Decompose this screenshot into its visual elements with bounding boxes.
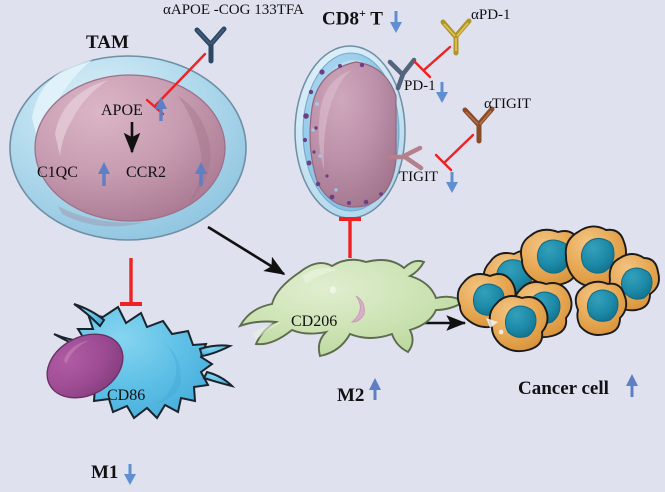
cancer-cell-cluster — [456, 225, 660, 353]
tam-inhibits-m1-connector — [120, 258, 142, 306]
alpha-apoe-label: αAPOE -COG 133TFA — [163, 2, 304, 18]
cd8t-label-tail: T — [370, 8, 383, 30]
ccr2-up-arrow — [195, 162, 207, 186]
m1-down-arrow — [124, 464, 136, 485]
cd206-label: CD206 — [291, 313, 338, 330]
alpha-tigit-label: αTIGIT — [484, 96, 532, 112]
tam-cell — [9, 55, 247, 241]
m2-inhibits-cd8t-connector — [339, 217, 361, 258]
tigit-inhibition-connector — [434, 133, 475, 172]
ccr2-label: CCR2 — [126, 164, 167, 181]
m1-label: M1 — [91, 462, 119, 483]
cd86-label: CD86 — [107, 387, 146, 404]
c1qc-up-arrow — [98, 162, 110, 186]
tigit-label: TIGIT — [399, 169, 439, 185]
tam-label: TAM — [86, 32, 129, 53]
pd1-inhibition-connector — [413, 45, 452, 79]
apoe-label: APOE — [101, 102, 143, 119]
pd1-down-arrow — [436, 82, 448, 103]
cancer-up-arrow — [626, 374, 638, 397]
pd1-receptor-icon — [387, 57, 417, 91]
tigit-down-arrow — [446, 172, 458, 193]
cd8t-label-text: CD8 — [322, 8, 359, 30]
tam-to-m2-arrow — [207, 225, 286, 276]
tigit-receptor-icon — [387, 145, 424, 171]
m2-up-arrow — [369, 378, 381, 400]
cd8t-label: CD8+ T — [322, 7, 383, 28]
m2-label: M2 — [337, 385, 365, 406]
m2-nucleus — [350, 295, 365, 323]
tcell-granules — [302, 62, 383, 205]
m1-macrophage-cell — [46, 303, 236, 420]
m2-macrophage-cell — [237, 258, 466, 358]
cd8t-down-arrow — [390, 11, 402, 33]
apoe-up-arrow — [155, 97, 167, 121]
c1qc-label: C1QC — [37, 164, 78, 181]
cancer-cluster-highlight — [486, 318, 504, 335]
cd8-t-cell — [294, 45, 406, 219]
cd8t-superscript: + — [358, 6, 366, 20]
pd1-label: PD-1 — [404, 78, 436, 94]
alpha-pd1-label: αPD-1 — [471, 7, 511, 23]
cancer-cell-label: Cancer cell — [518, 378, 609, 399]
